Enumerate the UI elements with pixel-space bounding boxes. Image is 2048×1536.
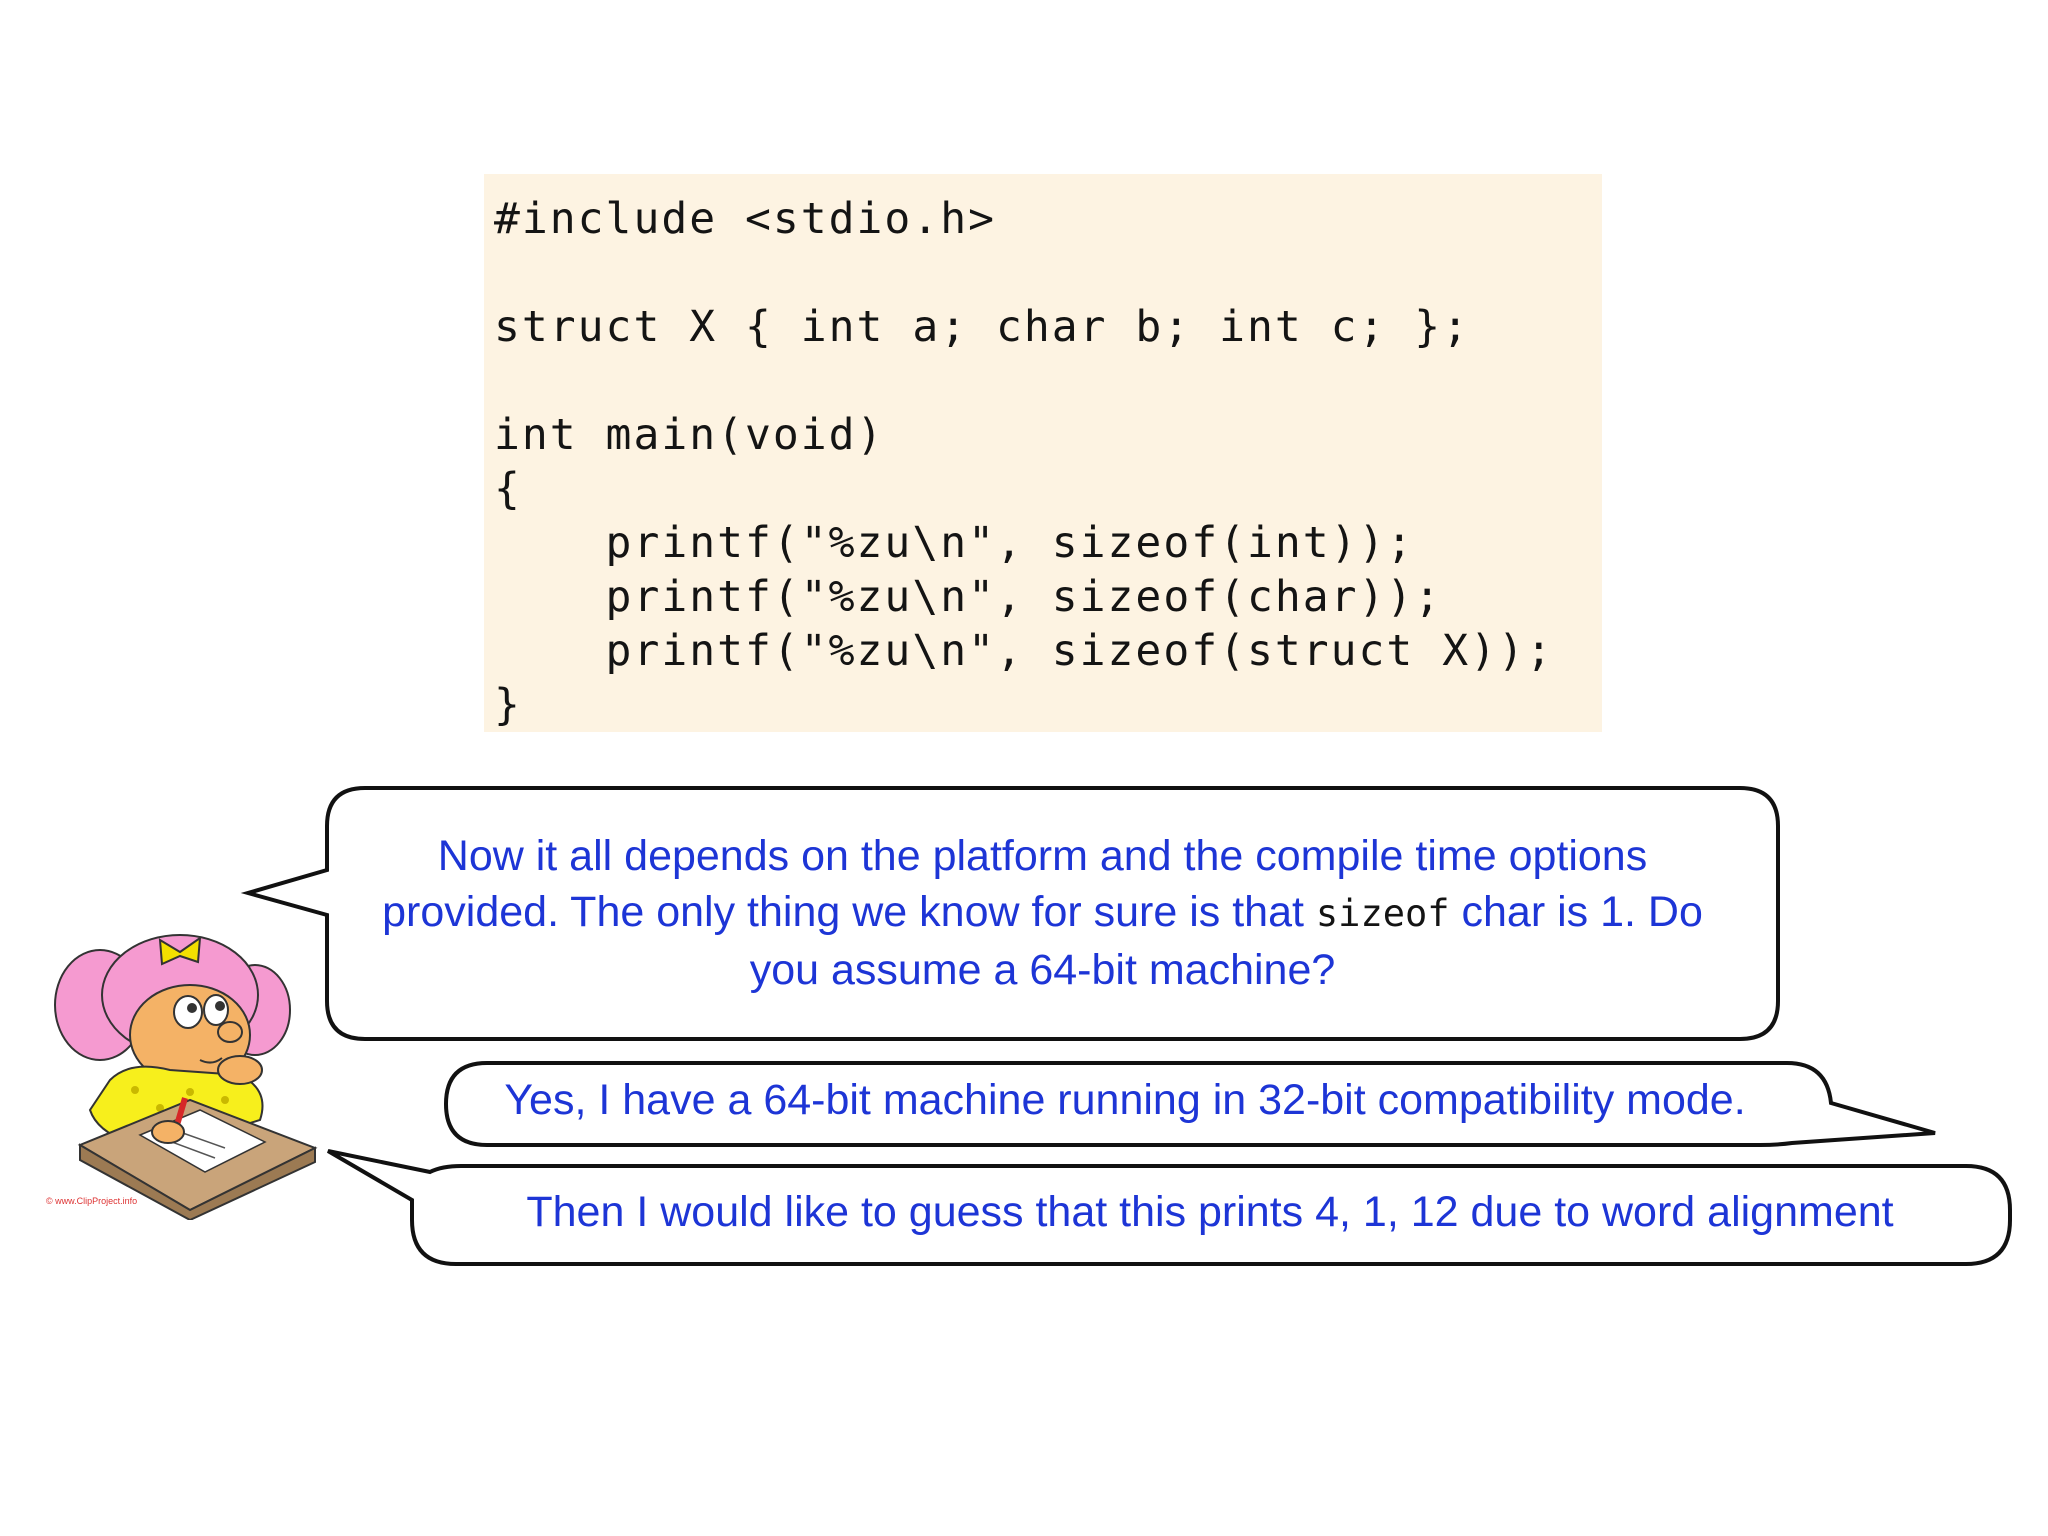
code-line: { — [494, 464, 522, 514]
speech-bubble-1 — [240, 786, 1780, 1041]
code-line: int main(void) — [494, 410, 885, 460]
code-block: #include <stdio.h> struct X { int a; char… — [484, 174, 1602, 732]
speech-bubble-2 — [443, 1061, 1936, 1147]
code-line: struct X { int a; char b; int c; }; — [494, 302, 1471, 352]
bubble-3-text: Then I would like to guess that this pri… — [526, 1188, 1894, 1236]
code-line: printf("%zu\n", sizeof(int)); — [494, 518, 1415, 568]
bubble-1-text: Now it all depends on the platform and t… — [340, 828, 1745, 998]
bubble-1-inline-code: sizeof — [1315, 892, 1450, 935]
bubble-1-line-2-post: char is 1. Do — [1449, 888, 1703, 936]
bubble-1-line-3: you assume a 64-bit machine? — [749, 946, 1336, 994]
code-line: printf("%zu\n", sizeof(char)); — [494, 572, 1443, 622]
code-line: #include <stdio.h> — [494, 194, 996, 244]
bubble-1-line-2: provided. The only thing we know for sur… — [340, 884, 1745, 942]
code-line: } — [494, 680, 522, 730]
bubble-1-line-1: Now it all depends on the platform and t… — [437, 832, 1648, 880]
bubble-1-line-2-pre: provided. The only thing we know for sur… — [382, 888, 1316, 936]
image-credit: © www.ClipProject.info — [46, 1196, 138, 1206]
code-text: #include <stdio.h> struct X { int a; char… — [494, 192, 1554, 732]
girl-writing-icon — [54, 934, 318, 1220]
bubble-2-text: Yes, I have a 64-bit machine running in … — [504, 1076, 1746, 1124]
speech-bubble-3 — [326, 1149, 2012, 1266]
code-line: printf("%zu\n", sizeof(struct X)); — [494, 626, 1554, 676]
